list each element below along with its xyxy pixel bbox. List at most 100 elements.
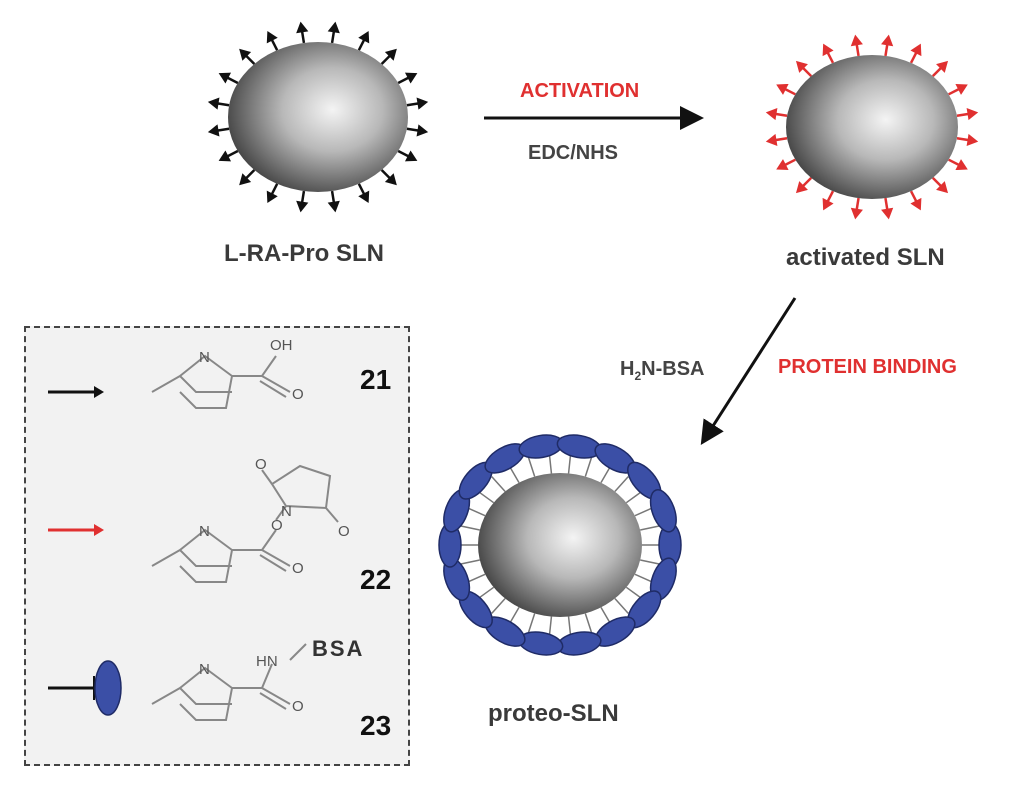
carboxyl-spike-head bbox=[296, 200, 309, 213]
protein-linker bbox=[567, 453, 572, 474]
carboxyl-spike-head bbox=[239, 48, 252, 61]
protein-linker bbox=[640, 525, 660, 531]
nhs-spike-stick bbox=[948, 87, 960, 96]
carboxyl-spike-head bbox=[327, 21, 340, 34]
carboxyl-spike-stick bbox=[357, 38, 366, 51]
atom-hn-23: HN bbox=[256, 653, 278, 670]
nhs-spike-head bbox=[850, 34, 863, 47]
compound-number-23: 23 bbox=[360, 710, 392, 741]
bsa-protein bbox=[649, 489, 677, 533]
nhs-spike-head bbox=[936, 60, 949, 73]
carboxyl-spike-head bbox=[218, 150, 232, 162]
nhs-spike-head bbox=[910, 197, 922, 211]
atom-o-imide-bottom-22: O bbox=[338, 523, 350, 540]
compound-number-22: 22 bbox=[360, 564, 392, 595]
nhs-spike-head bbox=[795, 60, 808, 73]
nhs-spike-stick bbox=[826, 51, 835, 64]
carboxyl-spike-stick bbox=[330, 30, 336, 44]
nhs-spike-stick bbox=[884, 197, 889, 211]
nhs-spike-head bbox=[966, 133, 979, 147]
nhs-spike-stick bbox=[884, 43, 889, 57]
legend-symbol-black-arrow bbox=[48, 386, 104, 398]
carboxyl-spike-head bbox=[404, 72, 418, 84]
nhs-spike-stick bbox=[931, 177, 943, 188]
carboxyl-spike-head bbox=[416, 97, 429, 110]
legend-box bbox=[24, 326, 410, 766]
binding-arrow bbox=[700, 297, 797, 446]
carboxyl-spike-head bbox=[384, 173, 397, 186]
proteo-particle bbox=[438, 434, 682, 656]
carboxyl-spike-stick bbox=[397, 76, 410, 85]
bsa-label: BSA bbox=[312, 636, 364, 661]
nhs-spike-stick bbox=[801, 66, 813, 77]
nhs-spike-stick bbox=[855, 43, 860, 57]
atom-n-23: N bbox=[199, 661, 210, 678]
bsa-protein bbox=[556, 434, 602, 459]
carboxyl-spike-head bbox=[384, 48, 397, 61]
carboxyl-spike-stick bbox=[226, 149, 239, 158]
start-sphere bbox=[228, 42, 408, 192]
carboxyl-spike-stick bbox=[217, 127, 230, 132]
nhs-spike-stick bbox=[948, 158, 960, 167]
carboxyl-spike-head bbox=[358, 31, 370, 44]
protein-linker bbox=[491, 476, 506, 492]
carboxyl-spike-head bbox=[358, 190, 370, 203]
nhs-spike-stick bbox=[775, 137, 788, 142]
carboxyl-spike-stick bbox=[244, 54, 256, 65]
activated-sphere bbox=[786, 55, 958, 199]
protein-linker bbox=[491, 598, 506, 614]
carboxyl-spike-stick bbox=[270, 183, 279, 196]
start-particle bbox=[207, 21, 429, 213]
protein-linker bbox=[634, 506, 654, 517]
carboxyl-spike-head bbox=[404, 150, 418, 162]
carboxyl-spike-head bbox=[266, 31, 278, 44]
nhs-spike-head bbox=[822, 43, 834, 57]
proteo-sphere bbox=[478, 473, 642, 617]
protein-linker bbox=[527, 457, 536, 477]
nhs-spike-stick bbox=[855, 197, 860, 211]
nhs-spike-head bbox=[776, 83, 789, 95]
atom-o-23: O bbox=[292, 698, 304, 715]
structure-22 bbox=[151, 464, 339, 583]
carboxyl-spike-stick bbox=[380, 169, 392, 180]
atom-o-imide-top-22: O bbox=[255, 456, 267, 473]
carboxyl-spike-stick bbox=[330, 190, 336, 204]
nhs-spikes bbox=[765, 34, 979, 220]
bsa-protein bbox=[518, 631, 564, 656]
carboxyl-spike-head bbox=[207, 124, 220, 137]
carboxyl-spike-stick bbox=[357, 183, 366, 196]
carboxyl-spike-head bbox=[207, 97, 220, 110]
carboxyl-spike-stick bbox=[300, 30, 306, 44]
carboxyl-spike-stick bbox=[300, 190, 306, 204]
nhs-spike-stick bbox=[801, 177, 813, 188]
nhs-spike-head bbox=[936, 181, 949, 194]
atom-n-22: N bbox=[199, 523, 210, 540]
carboxyl-spike-head bbox=[218, 72, 232, 84]
nhs-spike-stick bbox=[784, 158, 796, 167]
start-particle-label: L-RA-Pro SLN bbox=[224, 240, 384, 267]
protein-linker bbox=[466, 573, 486, 584]
carboxyl-spikes bbox=[207, 21, 429, 213]
protein-linker bbox=[614, 598, 629, 614]
nhs-spike-head bbox=[765, 133, 778, 147]
structure-23 bbox=[151, 643, 307, 721]
protein-linker bbox=[466, 506, 486, 517]
nhs-spike-stick bbox=[826, 190, 835, 203]
carboxyl-spike-stick bbox=[226, 76, 239, 85]
atom-n-ring-22: N bbox=[281, 503, 292, 520]
legend-symbol-blue-ellipse bbox=[48, 660, 122, 716]
carboxyl-spike-stick bbox=[406, 127, 419, 132]
atom-o-ester-22: O bbox=[271, 517, 283, 534]
binding-title: PROTEIN BINDING bbox=[778, 356, 957, 378]
carboxyl-spike-head bbox=[239, 173, 252, 186]
protein-linker bbox=[567, 616, 572, 637]
carboxyl-spike-stick bbox=[397, 149, 410, 158]
protein-linker bbox=[527, 613, 536, 633]
proteo-particle-label: proteo-SLN bbox=[488, 700, 619, 727]
nhs-spike-head bbox=[776, 159, 789, 171]
activation-title: ACTIVATION bbox=[520, 80, 640, 102]
nhs-spike-stick bbox=[956, 137, 969, 142]
nhs-spike-head bbox=[955, 83, 968, 95]
legend-symbol-red-arrow bbox=[48, 524, 104, 536]
